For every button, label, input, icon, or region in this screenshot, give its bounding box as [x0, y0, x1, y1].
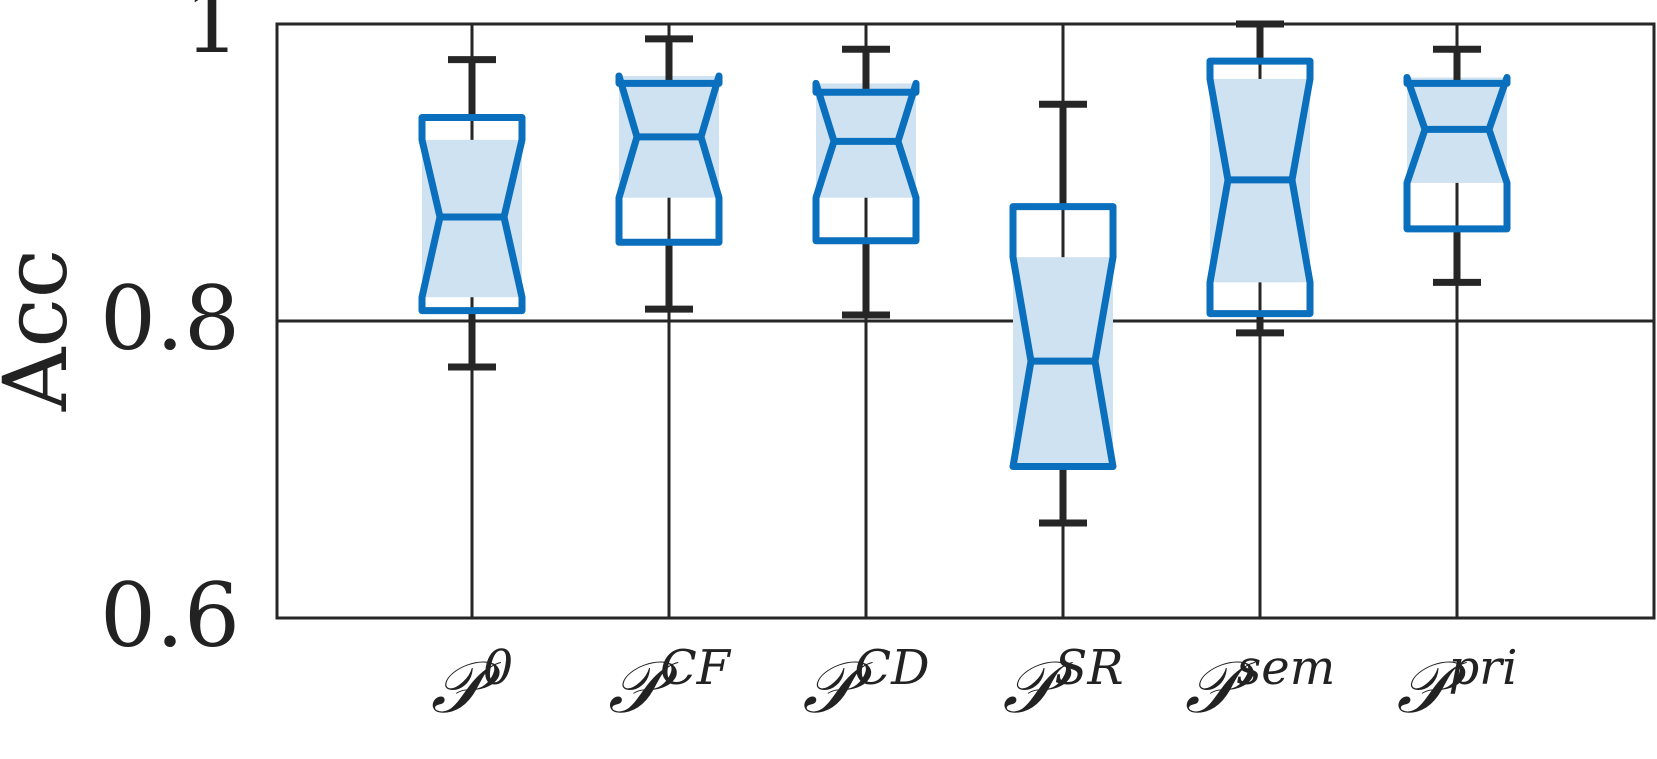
- x-tick-label: 𝒫CD: [802, 640, 929, 729]
- y-axis-label: Acc: [0, 249, 87, 412]
- box-outline: [1009, 203, 1117, 471]
- y-tick-labels: 0.6 0.8 1: [100, 0, 240, 667]
- box-outline: [1403, 73, 1511, 233]
- x-tick-label: 𝒫SR: [1003, 640, 1124, 729]
- x-tick-label: 𝒫CF: [608, 640, 732, 729]
- y-tick-label: 0.6: [100, 564, 240, 667]
- box-2: [812, 45, 920, 319]
- box-outline: [615, 72, 723, 246]
- box-outline: [812, 79, 920, 245]
- x-tick-labels: 𝒫0 𝒫CF 𝒫CD 𝒫SR 𝒫sem 𝒫pri: [431, 640, 1518, 729]
- box-outline: [418, 114, 526, 315]
- y-tick-label: 0.8: [100, 267, 240, 370]
- box-0: [418, 56, 526, 371]
- x-tick-label: 𝒫pri: [1397, 640, 1518, 729]
- y-tick-label: 1: [184, 0, 240, 73]
- plot-frame: [275, 22, 1656, 620]
- box-5: [1403, 45, 1511, 286]
- x-tick-label: 𝒫sem: [1185, 640, 1335, 729]
- box-outline: [1206, 57, 1314, 318]
- box-4: [1206, 20, 1314, 337]
- box-layer: [418, 20, 1511, 527]
- box-1: [615, 35, 723, 313]
- x-tick-label: 𝒫0: [431, 640, 513, 729]
- box-3: [1009, 100, 1117, 527]
